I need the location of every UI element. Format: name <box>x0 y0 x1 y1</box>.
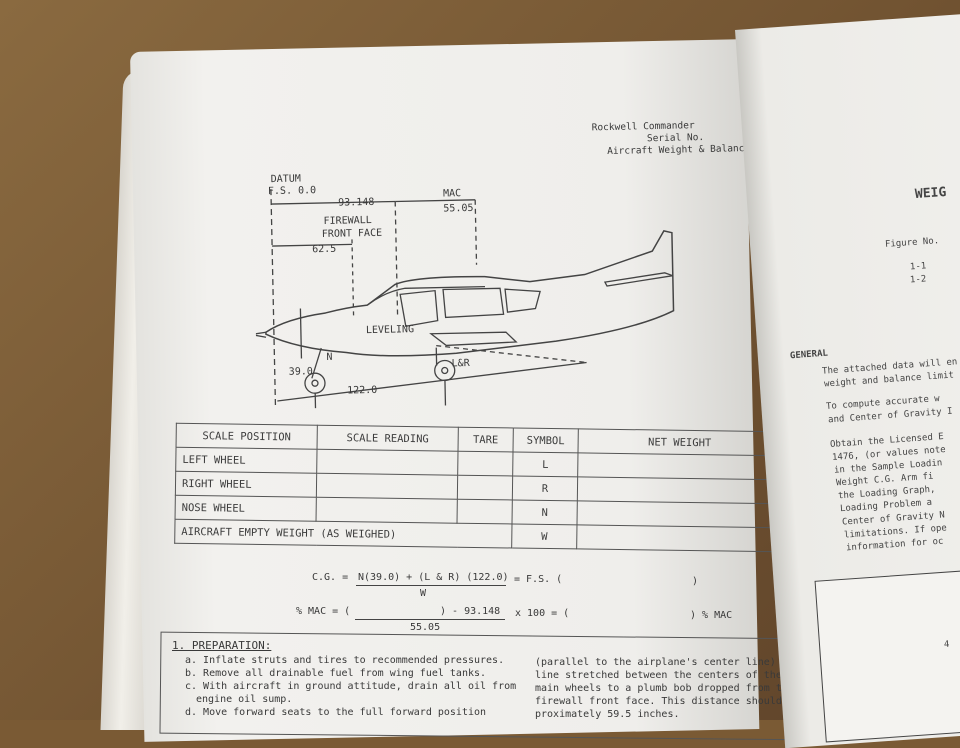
cg-formula-lhs: C.G. = <box>312 572 348 583</box>
scale-reading-cell[interactable] <box>316 473 457 499</box>
mac-formula-close: ) % MAC <box>690 610 732 621</box>
net-weight-cell[interactable] <box>578 453 781 480</box>
scale-reading-cell[interactable] <box>317 449 458 475</box>
label-93: 93.148 <box>338 197 374 209</box>
prep-right-line-3: main wheels to a plumb bob dropped from … <box>535 683 794 694</box>
row-position: LEFT WHEEL <box>176 447 317 473</box>
cg-formula-close: ) <box>692 576 698 587</box>
label-mac: MAC <box>443 188 461 199</box>
preparation-title: 1. PREPARATION: <box>172 639 271 652</box>
label-n: N <box>326 352 332 363</box>
right-page-chart-box <box>815 570 960 743</box>
datum-line <box>271 189 276 409</box>
row-symbol: L <box>513 452 578 477</box>
net-weight-cell[interactable] <box>577 525 780 552</box>
prep-right-line-4: firewall front face. This distance shoul… <box>535 696 824 707</box>
mac-formula-lhs: % MAC = ( <box>296 606 350 617</box>
col-symbol: SYMBOL <box>513 428 578 453</box>
prep-step-c: c. With aircraft in ground attitude, dra… <box>185 681 516 692</box>
net-weight-cell[interactable] <box>577 501 780 528</box>
label-front-face: FRONT FACE <box>322 228 382 240</box>
label-leveling: LEVELING <box>366 324 414 336</box>
label-datum: DATUM <box>271 173 301 185</box>
figure-1-1: 1-1 <box>910 261 927 272</box>
col-scale-position: SCALE POSITION <box>176 423 317 449</box>
tare-cell[interactable] <box>457 475 512 500</box>
tare-cell[interactable] <box>458 451 513 476</box>
header-line-2: Serial No. <box>647 132 704 144</box>
prep-step-c-cont: engine oil sump. <box>196 694 292 705</box>
col-tare: TARE <box>458 427 513 452</box>
cg-fraction-bar <box>356 585 506 586</box>
label-lr: L&R <box>451 358 469 369</box>
row-symbol: R <box>512 476 577 501</box>
right-page-title: WEIG <box>915 185 947 202</box>
label-122: 122.0 <box>347 385 377 397</box>
aircraft-diagram <box>252 160 697 409</box>
prep-right-line-2: line stretched between the centers of th… <box>535 670 806 681</box>
mac-formula-x100: x 100 = ( <box>515 608 569 619</box>
cg-formula-rhs: = F.S. ( <box>514 574 562 585</box>
col-scale-reading: SCALE READING <box>317 425 458 451</box>
row-symbol: N <box>512 500 577 525</box>
prep-step-d: d. Move forward seats to the full forwar… <box>185 707 486 718</box>
cg-formula-numerator: N(39.0) + (L & R) (122.0) <box>358 572 509 583</box>
right-page-number: 4 <box>944 640 950 650</box>
prep-right-line-1: (parallel to the airplane's center line)… <box>535 657 818 668</box>
row-symbol: W <box>512 524 577 549</box>
row-position: RIGHT WHEEL <box>175 471 316 497</box>
label-firewall: FIREWALL <box>323 215 371 227</box>
label-39: 39.0 <box>289 366 313 378</box>
col-net-weight: NET WEIGHT <box>578 429 781 456</box>
tare-cell[interactable] <box>457 499 512 524</box>
cg-formula-denominator: W <box>420 588 426 599</box>
row-position: NOSE WHEEL <box>175 495 316 521</box>
prep-step-b: b. Remove all drainable fuel from wing f… <box>185 668 486 679</box>
header-line-1: Rockwell Commander <box>592 120 695 133</box>
mac-formula-mid: ) - 93.148 <box>440 606 500 617</box>
net-weight-cell[interactable] <box>577 477 780 504</box>
prep-step-a: a. Inflate struts and tires to recommend… <box>185 655 504 666</box>
mac-fraction-bar <box>355 619 505 620</box>
label-datum-fs: F.S. 0.0 <box>268 185 316 197</box>
label-mac-value: 55.05 <box>443 203 473 215</box>
mac-formula-denominator: 55.05 <box>410 622 440 633</box>
figure-1-2: 1-2 <box>910 274 927 285</box>
label-62-5: 62.5 <box>312 244 336 256</box>
weighing-table: SCALE POSITION SCALE READING TARE SYMBOL… <box>174 423 782 552</box>
scale-reading-cell[interactable] <box>316 497 457 523</box>
prep-right-line-5: proximately 59.5 inches. <box>535 709 680 720</box>
row-position: AIRCRAFT EMPTY WEIGHT (AS WEIGHED) <box>175 519 512 548</box>
